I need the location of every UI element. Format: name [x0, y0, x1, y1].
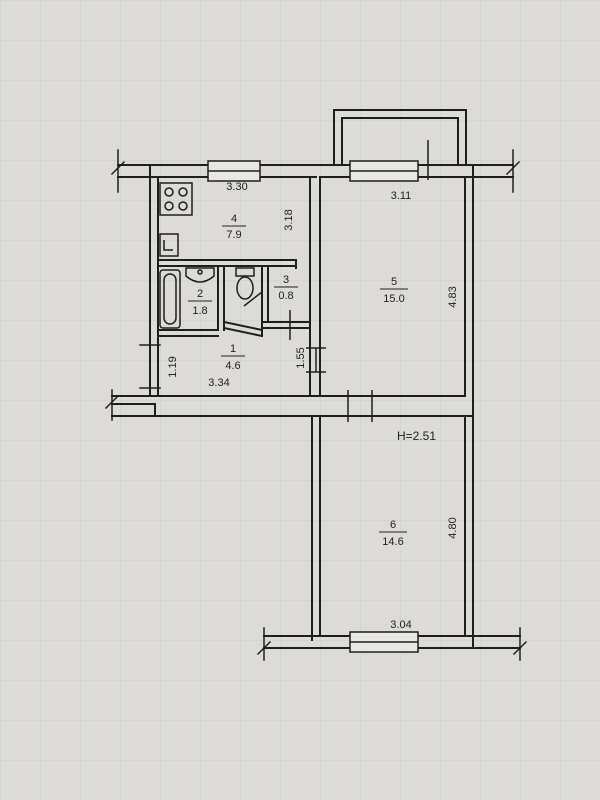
- windows: [207, 160, 419, 653]
- room-4-number: 4: [231, 213, 237, 225]
- room-2-area: 1.8: [192, 305, 207, 317]
- basin-icon: [185, 267, 215, 283]
- room-6-number: 6: [390, 519, 396, 531]
- room-3-area: 0.8: [278, 290, 293, 302]
- dim-room5-depth: 4.83: [447, 286, 459, 307]
- dim-kitchen-width: 3.30: [226, 181, 247, 193]
- bathtub-icon: [159, 269, 181, 329]
- room-2-number: 2: [197, 288, 203, 300]
- fixtures: [159, 182, 263, 329]
- doors: [289, 140, 429, 422]
- dim-hall-depth: 1.19: [167, 356, 179, 377]
- room-5-number: 5: [391, 276, 397, 288]
- room-6-area: 14.6: [382, 536, 403, 548]
- dim-room6-width: 3.04: [390, 619, 411, 631]
- kitchen-sink-icon: [159, 233, 179, 257]
- dim-room6-depth: 4.80: [447, 517, 459, 538]
- dim-room5-width: 3.11: [391, 190, 412, 202]
- stove-icon: [159, 182, 193, 216]
- room-3-number: 3: [283, 274, 289, 286]
- toilet-icon: [235, 267, 255, 277]
- dimension-labels: 3.30 3.18 3.11 4.83 3.34 1.19 1.55 4.80 …: [167, 181, 459, 631]
- room-1-area: 4.6: [225, 360, 240, 372]
- dim-hall-side: 1.55: [295, 347, 307, 368]
- room-4-area: 7.9: [226, 229, 241, 241]
- walls: [104, 149, 528, 661]
- dim-kitchen-depth: 3.18: [283, 209, 295, 230]
- dim-hall-width: 3.34: [208, 377, 229, 389]
- ceiling-height: H=2.51: [397, 429, 436, 443]
- room-labels: 4 7.9 2 1.8 3 0.8 1 4.6 5 15.0 6 14.6: [188, 213, 408, 548]
- room-1-number: 1: [230, 343, 236, 355]
- room-5-area: 15.0: [383, 293, 404, 305]
